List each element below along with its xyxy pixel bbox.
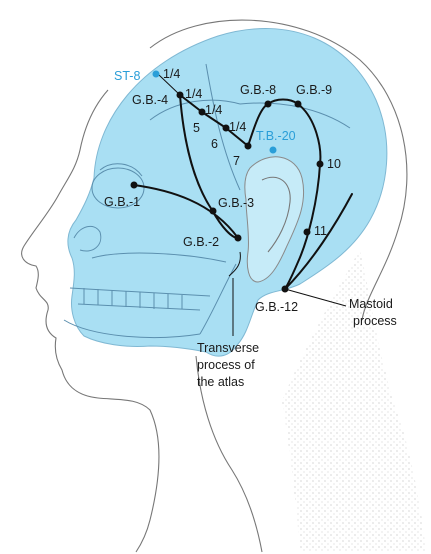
neck-shading <box>282 250 426 552</box>
gb12-point <box>282 286 289 293</box>
number-6: 6 <box>211 137 218 151</box>
gb4-point <box>177 92 184 99</box>
measure-2: 1/4 <box>185 87 202 101</box>
measure-4: 1/4 <box>229 120 246 134</box>
svg-text:Transverse: Transverse <box>197 341 259 355</box>
st8-point <box>153 71 160 78</box>
gb9-point <box>295 101 302 108</box>
gb1-point <box>131 182 138 189</box>
measure-1: 1/4 <box>163 67 180 81</box>
number-10: 10 <box>327 157 341 171</box>
gb1-label: G.B.-1 <box>104 195 140 209</box>
svg-text:the atlas: the atlas <box>197 375 244 389</box>
gb3-point <box>210 208 217 215</box>
gb12-label: G.B.-12 <box>255 300 298 314</box>
svg-text:process of: process of <box>197 358 255 372</box>
gb7-point <box>245 143 252 150</box>
gb8-point <box>265 101 272 108</box>
gb3-label: G.B.-3 <box>218 196 254 210</box>
number-7: 7 <box>233 154 240 168</box>
tb20-label: T.B.-20 <box>256 129 296 143</box>
measure-3: 1/4 <box>205 103 222 117</box>
atlas-annotation: Transverse process of the atlas <box>197 341 259 389</box>
gb11-point <box>304 229 311 236</box>
number-5: 5 <box>193 121 200 135</box>
gb10-point <box>317 161 324 168</box>
svg-text:process: process <box>353 314 397 328</box>
gb4-label: G.B.-4 <box>132 93 168 107</box>
svg-text:Mastoid: Mastoid <box>349 297 393 311</box>
gb2-label: G.B.-2 <box>183 235 219 249</box>
gb9-label: G.B.-9 <box>296 83 332 97</box>
tb20-point <box>270 147 277 154</box>
st8-label: ST-8 <box>114 69 140 83</box>
gb8-label: G.B.-8 <box>240 83 276 97</box>
gb2-point <box>235 235 242 242</box>
number-11: 11 <box>314 224 327 238</box>
